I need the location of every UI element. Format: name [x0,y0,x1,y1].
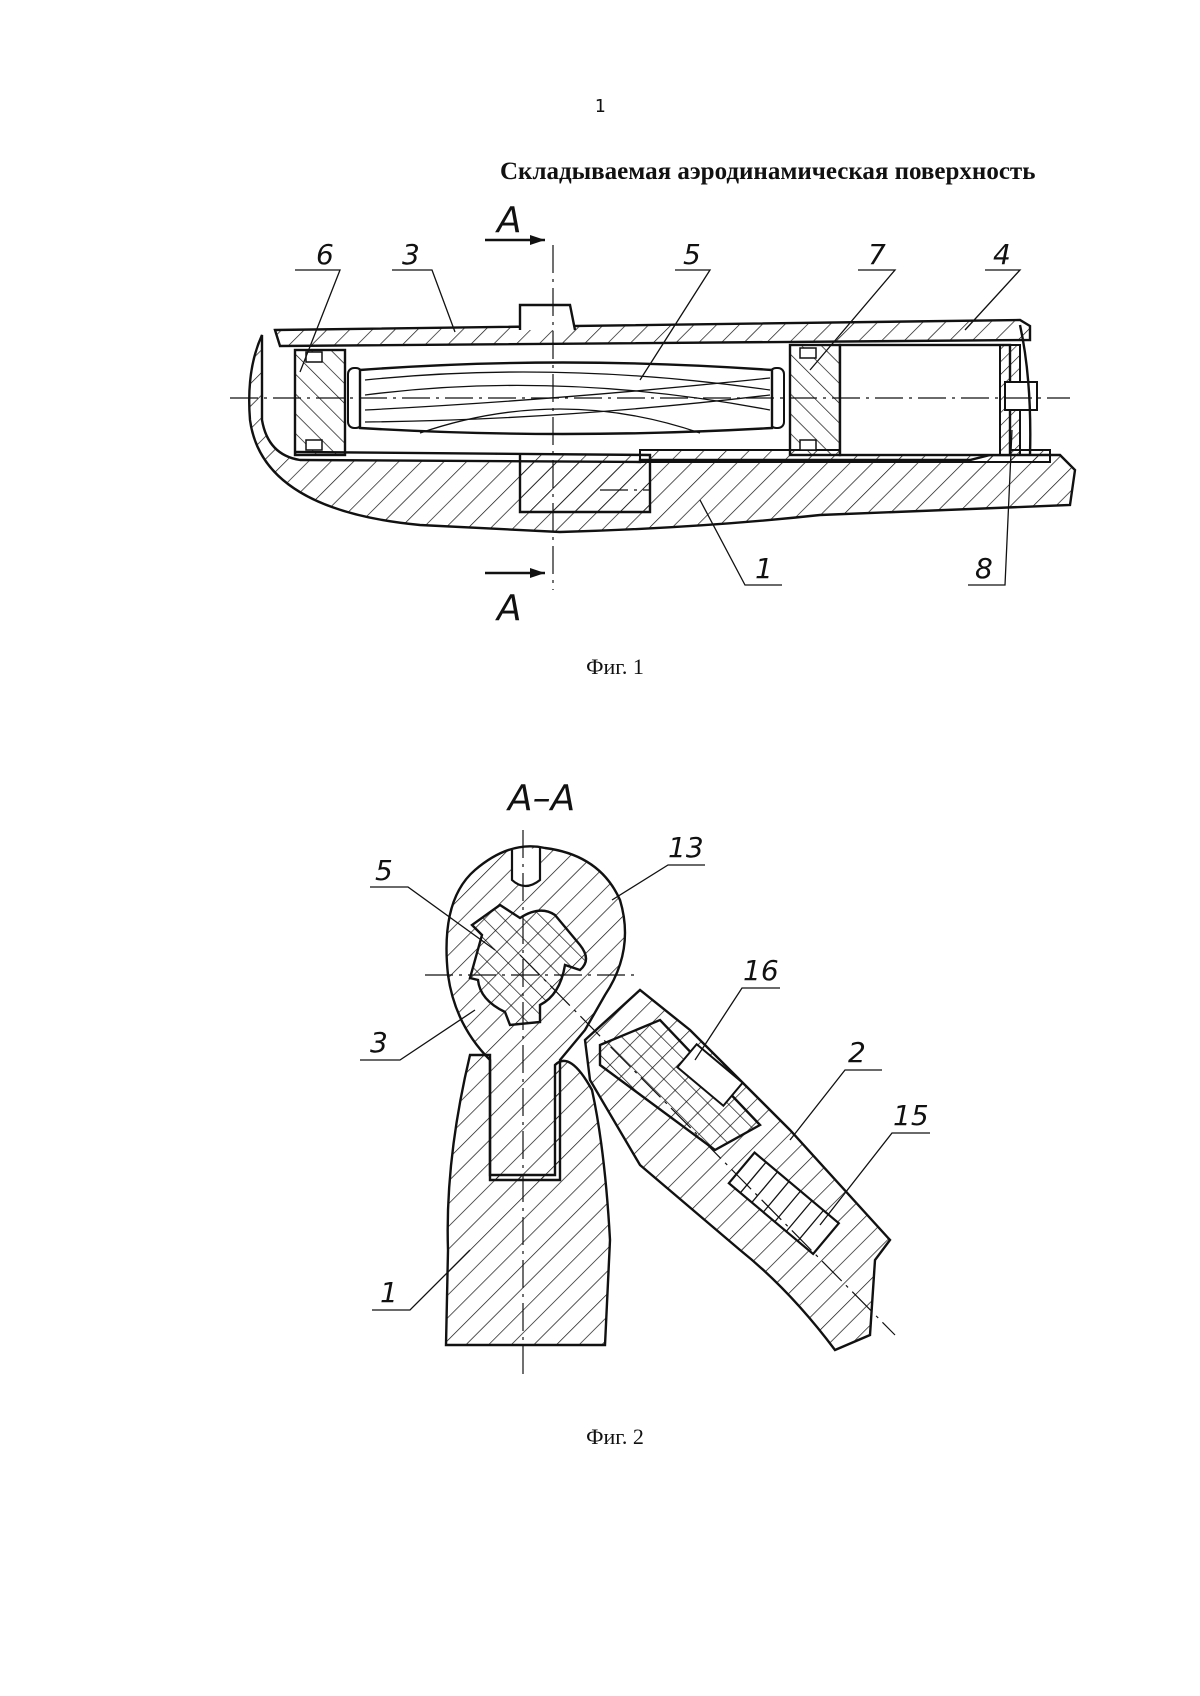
wing-axis [519,954,896,1336]
figure-2-caption: Фиг. 2 [586,1424,644,1449]
label-6: 6 [316,238,334,271]
lug [518,303,577,331]
plunger-part-16 [598,1018,762,1152]
label-1: 1 [380,1276,398,1309]
lower-insert [294,450,652,514]
head-slot [510,848,542,888]
leader-3 [360,1009,476,1061]
figure-2: A–A 5 13 16 [360,778,930,1375]
section-mark-top: A [495,200,522,241]
seal-ring [799,347,817,359]
label-8: 8 [975,552,993,585]
label-3: 3 [402,238,420,271]
label-7: 7 [868,238,886,271]
label-5: 5 [683,238,701,271]
seal-ring [305,351,323,363]
shaft-part-5 [468,903,588,1027]
stopper-pin [1004,381,1038,411]
body-part-1 [444,1053,612,1347]
seal-ring [799,439,817,451]
document-title: Складываемая аэродинамическая поверхност… [500,158,1036,185]
leader-1 [372,1249,471,1311]
cavity [838,343,1012,457]
leader-4 [964,269,1022,331]
leader-16 [694,987,780,1061]
label-15: 15 [893,1099,929,1132]
leader-3 [392,269,456,333]
label-4: 4 [993,238,1011,271]
section-title: A–A [506,778,575,819]
shell-part-3 [273,318,1032,348]
leader-15 [819,1132,930,1226]
page-number: 1 [594,96,606,117]
label-2: 2 [848,1036,866,1069]
label-5: 5 [375,854,393,887]
leader-5 [370,886,496,951]
leader-1 [699,499,782,586]
arrow-head [530,568,545,578]
label-1: 1 [755,552,773,585]
leader-6 [295,269,341,373]
break-line [1018,324,1032,456]
seal-ring [305,439,323,451]
leader-5 [639,269,712,381]
pin [675,1042,745,1108]
arrow-head [530,235,545,245]
bushing-part-6 [293,348,347,457]
label-13: 13 [668,831,704,864]
leader-8 [968,429,1013,586]
bushing-part-7 [788,343,842,457]
spring-part-15 [727,1150,841,1256]
leader-2 [789,1069,882,1141]
body-part-1 [248,334,1077,534]
section-mark-bottom: A [495,588,522,629]
label-3: 3 [370,1026,388,1059]
leader-7 [809,269,897,371]
label-16: 16 [743,954,779,987]
leader-13 [611,864,705,901]
figure-1: A A 6 3 5 7 4 1 8 [230,200,1077,629]
figure-1-caption: Фиг. 1 [586,654,644,679]
